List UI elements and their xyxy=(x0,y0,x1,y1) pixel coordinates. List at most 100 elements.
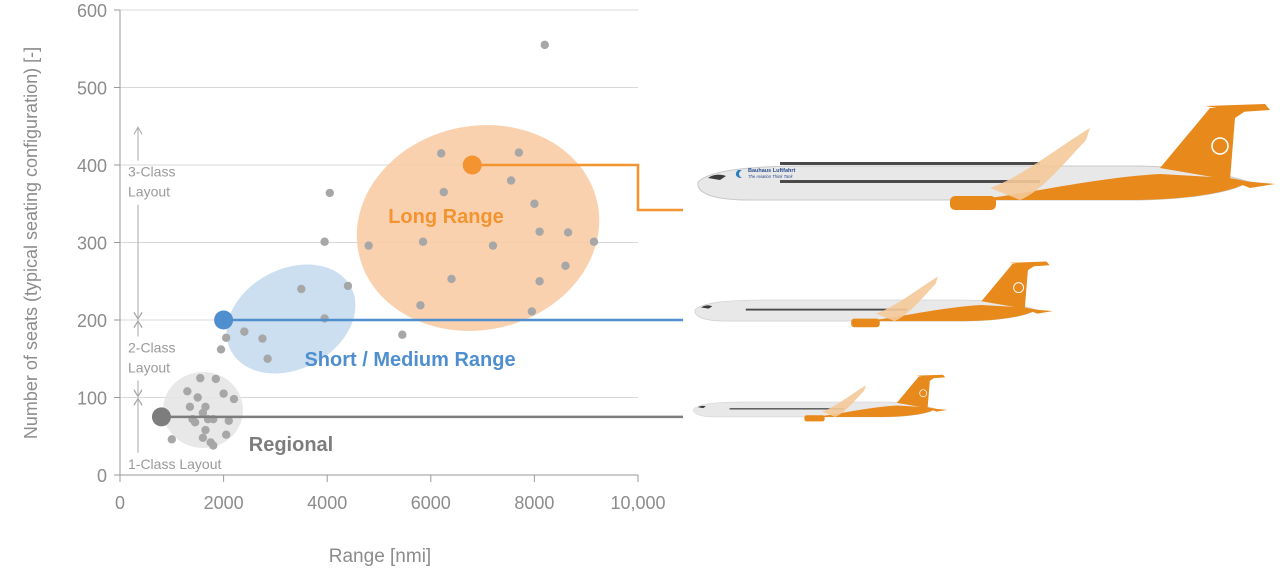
aircraft-short-medium-range xyxy=(694,261,1053,328)
x-tick-label: 6000 xyxy=(411,493,451,513)
data-point xyxy=(320,237,329,246)
arrow-up xyxy=(133,320,143,328)
livery-logo-icon xyxy=(735,170,742,178)
data-point xyxy=(439,187,448,197)
livery-swoosh xyxy=(863,304,1038,322)
class-layout-label: Layout xyxy=(128,184,170,200)
data-point xyxy=(530,199,539,208)
data-point xyxy=(563,228,573,237)
data-point xyxy=(221,333,231,343)
livery-title: Bauhaus Luftfahrt xyxy=(748,168,796,174)
cockpit-window xyxy=(701,305,713,309)
y-tick-label: 600 xyxy=(77,1,107,21)
data-point xyxy=(488,241,498,250)
data-point xyxy=(540,40,549,50)
data-point xyxy=(224,416,233,425)
tail-logo-icon xyxy=(919,389,928,398)
horizontal-tail xyxy=(916,374,946,379)
tail-fin xyxy=(1160,108,1250,180)
data-point xyxy=(325,188,334,198)
data-point xyxy=(196,373,205,383)
data-point xyxy=(527,307,537,316)
group-marker xyxy=(462,155,482,175)
y-tick-label: 200 xyxy=(77,311,107,331)
group-region xyxy=(356,125,600,331)
data-point xyxy=(201,402,210,411)
data-point xyxy=(219,389,228,398)
arrow-up xyxy=(133,126,143,135)
group-marker xyxy=(214,310,234,330)
data-point xyxy=(436,149,446,158)
class-layout-label: 2-Class xyxy=(128,340,175,356)
arrow-up xyxy=(133,397,143,405)
data-point xyxy=(185,402,195,411)
group-marker xyxy=(151,407,171,427)
group-label: Regional xyxy=(249,434,333,456)
data-point xyxy=(209,441,218,450)
class-layout-label: 1-Class Layout xyxy=(128,456,221,472)
data-point xyxy=(535,227,544,236)
window-row-upper xyxy=(780,162,1040,165)
data-point xyxy=(535,277,544,286)
wing xyxy=(876,276,938,322)
data-point xyxy=(418,237,428,246)
group-connector xyxy=(472,163,683,212)
data-point xyxy=(258,334,267,343)
data-point xyxy=(447,274,456,284)
arrow-down xyxy=(133,312,143,320)
tail-cone xyxy=(1024,308,1053,314)
engine xyxy=(804,415,825,422)
data-point xyxy=(198,433,208,442)
wing xyxy=(822,385,866,417)
y-tick-label: 0 xyxy=(97,466,107,486)
group-label: Long Range xyxy=(388,206,504,228)
livery-swoosh xyxy=(970,174,1250,200)
y-tick-label: 400 xyxy=(77,156,107,176)
tail-logo-icon xyxy=(1211,137,1229,155)
x-axis-label: Range [nmi] xyxy=(329,546,431,567)
x-tick-label: 0 xyxy=(115,493,125,513)
data-point xyxy=(221,430,231,439)
x-tick-label: 4000 xyxy=(307,493,347,513)
data-point xyxy=(514,148,524,157)
data-point xyxy=(506,176,516,185)
horizontal-tail xyxy=(1009,261,1050,267)
window-row xyxy=(745,308,907,311)
data-point xyxy=(416,301,425,310)
tail-cone xyxy=(1230,180,1275,188)
data-point xyxy=(561,261,570,270)
window-row xyxy=(780,180,1040,183)
data-point xyxy=(201,425,210,435)
livery-swoosh xyxy=(813,405,937,417)
data-point xyxy=(183,387,192,396)
y-tick-label: 100 xyxy=(77,389,107,409)
x-tick-label: 10,000 xyxy=(610,493,665,513)
class-layout-label: 3-Class xyxy=(128,164,175,180)
data-point xyxy=(320,314,329,323)
data-point xyxy=(211,374,221,384)
x-tick-label: 2000 xyxy=(204,493,244,513)
y-axis-label: Number of seats (typical seating configu… xyxy=(21,47,41,439)
tail-fin xyxy=(981,264,1038,309)
group-label: Short / Medium Range xyxy=(304,349,515,371)
data-point xyxy=(364,241,373,250)
data-point xyxy=(240,327,249,336)
cockpit-window xyxy=(708,174,726,180)
data-point xyxy=(229,394,239,404)
data-point xyxy=(216,345,226,354)
data-point xyxy=(263,354,272,363)
engine xyxy=(950,196,996,210)
cockpit-window xyxy=(697,405,706,409)
y-tick-label: 300 xyxy=(77,234,107,254)
aircraft-regional xyxy=(693,374,948,422)
data-point xyxy=(167,435,176,444)
x-tick-label: 8000 xyxy=(514,493,554,513)
horizontal-tail xyxy=(1205,104,1270,112)
data-point xyxy=(190,418,200,427)
